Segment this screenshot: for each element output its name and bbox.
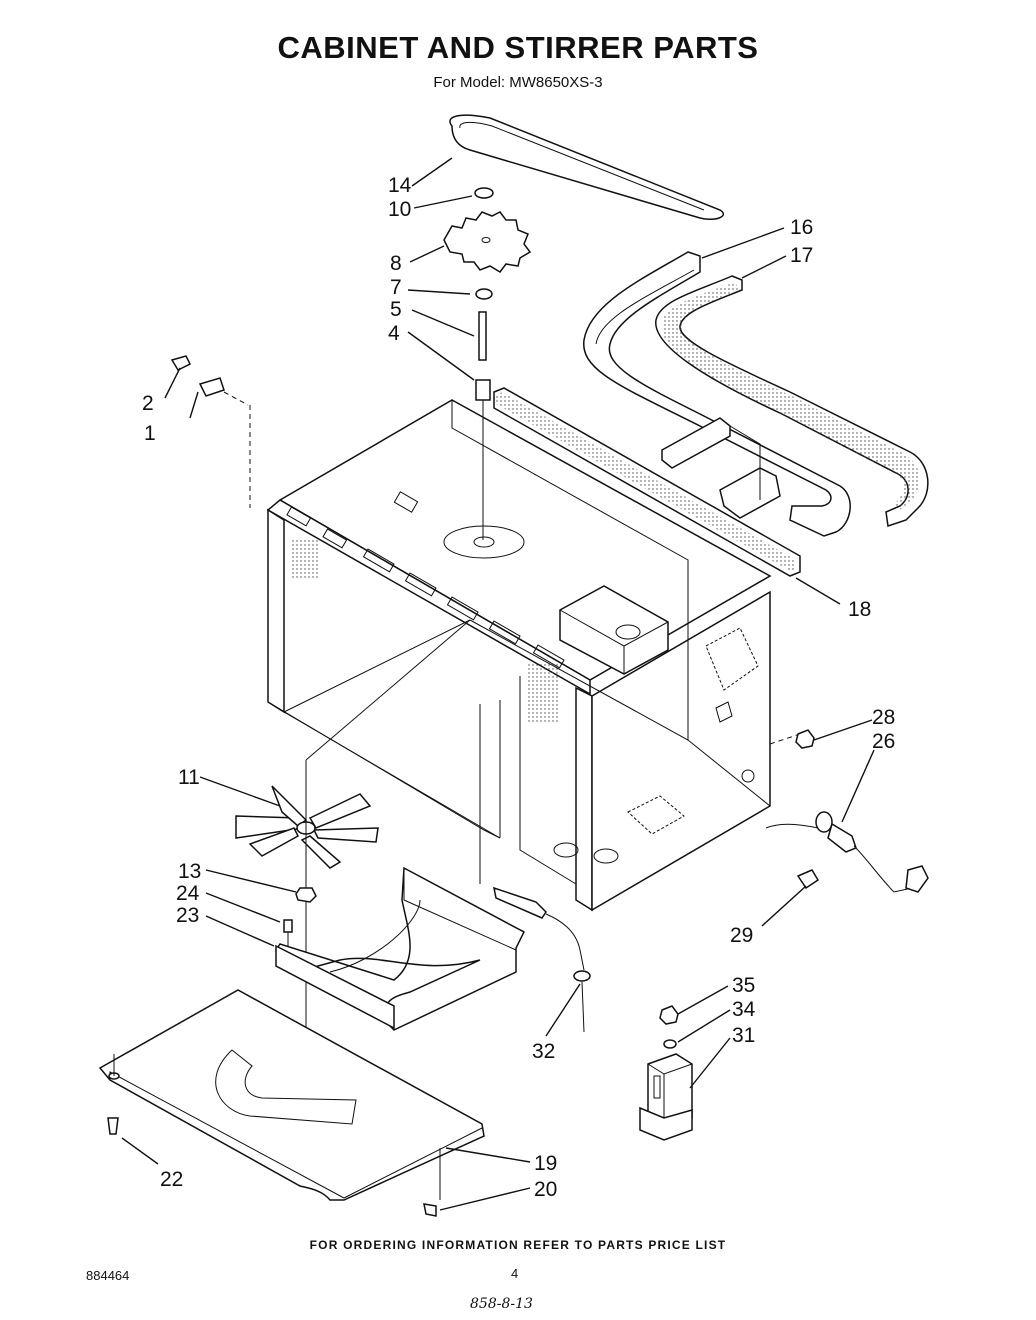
callout-18: 18	[848, 598, 871, 621]
part-bottom-plate	[98, 989, 485, 1201]
callout-labels: 1 2 4 5 7 8 10 11 13 14 16 17 18 19 20 2…	[142, 174, 895, 1201]
part-waveguide-duct	[583, 251, 851, 537]
part-air-guide	[274, 866, 525, 1031]
callout-10: 10	[388, 198, 411, 221]
callout-8: 8	[390, 252, 402, 275]
part-shaft	[478, 311, 487, 361]
part-thermal-cutout	[479, 704, 591, 1033]
callout-24: 24	[176, 882, 200, 905]
part-stirrer-blade	[443, 211, 532, 273]
callout-17: 17	[790, 244, 813, 267]
page-title: CABINET AND STIRRER PARTS	[277, 30, 759, 65]
callout-11: 11	[178, 766, 200, 789]
part-stud	[283, 919, 293, 933]
page-number: 4	[511, 1266, 519, 1281]
callout-32: 32	[532, 1040, 555, 1063]
callout-35: 35	[732, 974, 755, 997]
part-switch-assembly	[639, 1005, 693, 1141]
part-bushing	[475, 379, 491, 401]
callout-leaders	[121, 157, 875, 1211]
part-washer	[475, 288, 493, 300]
callout-29: 29	[730, 924, 753, 947]
part-belt-loop	[449, 114, 725, 221]
part-strip-18	[493, 387, 801, 577]
part-power-cord	[765, 811, 929, 893]
callout-13: 13	[178, 860, 201, 883]
part-screw-22	[107, 1117, 119, 1135]
part-fan-blade	[235, 619, 471, 1090]
callout-1: 1	[144, 422, 156, 445]
callout-14: 14	[388, 174, 412, 197]
handwritten-note: 858-8-13	[470, 1296, 533, 1312]
part-screw-and-clip	[170, 355, 251, 508]
part-cabinet-frame	[266, 399, 801, 912]
callout-2: 2	[142, 392, 154, 415]
callout-28: 28	[872, 706, 895, 729]
callout-23: 23	[176, 904, 199, 927]
callout-34: 34	[732, 998, 756, 1021]
callout-19: 19	[534, 1152, 557, 1175]
part-nut-28	[795, 729, 815, 749]
part-ring	[474, 187, 494, 199]
callout-22: 22	[160, 1168, 183, 1191]
callout-20: 20	[534, 1178, 557, 1201]
document-number: 884464	[86, 1268, 130, 1283]
callout-5: 5	[390, 298, 402, 321]
callout-4: 4	[388, 322, 400, 345]
part-gasket-strip	[655, 275, 929, 527]
part-nut	[295, 887, 317, 903]
callout-26: 26	[872, 730, 895, 753]
callout-31: 31	[732, 1024, 755, 1047]
part-clip-29	[796, 869, 820, 890]
callout-16: 16	[790, 216, 813, 239]
ordering-note: FOR ORDERING INFORMATION REFER TO PARTS …	[309, 1238, 727, 1252]
model-number: For Model: MW8650XS-3	[433, 74, 603, 91]
part-screw-20	[423, 1203, 437, 1217]
callout-7: 7	[390, 276, 402, 299]
